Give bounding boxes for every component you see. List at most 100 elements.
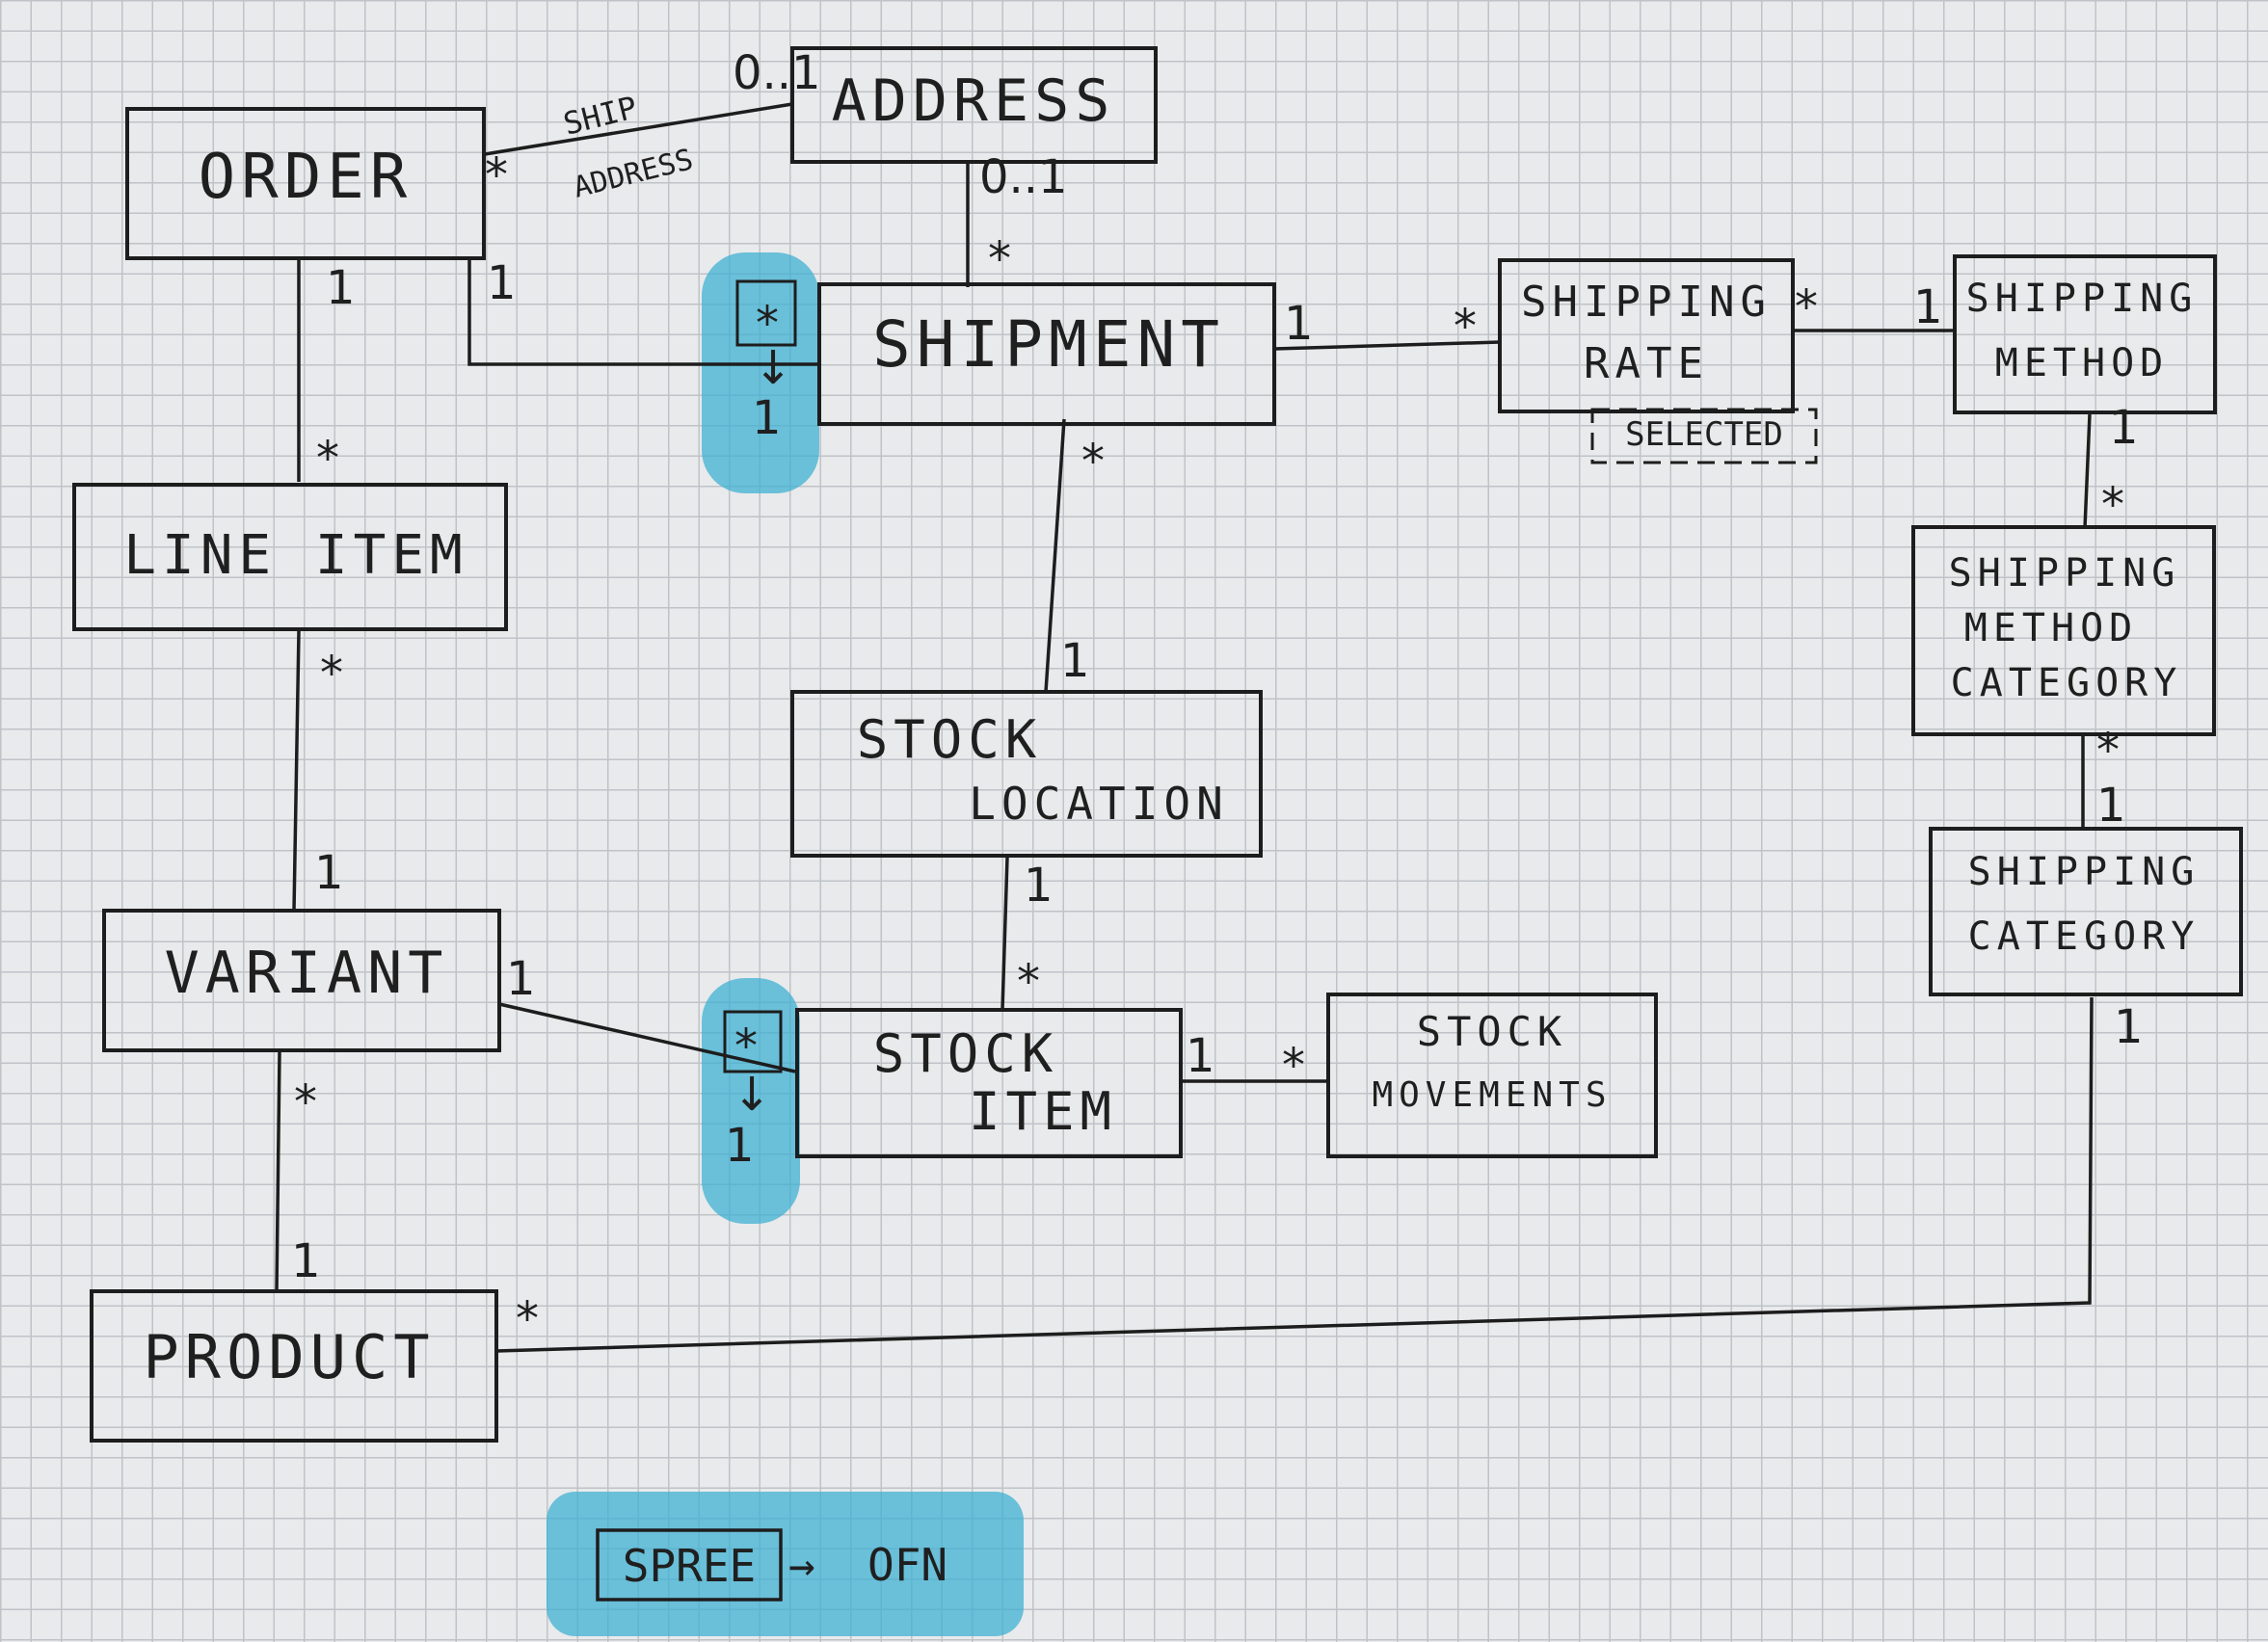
entity-stock-location: STOCK LOCATION — [790, 690, 1263, 858]
entity-stock-movements: STOCK MOVEMENTS — [1326, 993, 1658, 1158]
entity-variant-box — [102, 909, 501, 1052]
entity-stock-movements-box — [1326, 993, 1658, 1158]
entity-stock-movements-label-2: MOVEMENTS — [1372, 1075, 1612, 1115]
mult-address-shipment-address: 0..1 — [979, 150, 1068, 204]
mult-variant-stockitem-new: 1 — [725, 1119, 755, 1173]
entity-address: ADDRESS — [790, 46, 1158, 164]
entity-shipment-box — [817, 282, 1276, 426]
entity-shipping-category: SHIPPING CATEGORY — [1929, 827, 2243, 996]
mult-location-stockitem-location: 1 — [1024, 859, 1054, 913]
mult-shipment-location-shipment: * — [1081, 435, 1105, 489]
mult-order-shipment-strike-box — [735, 279, 797, 347]
legend-from: SPREE — [623, 1540, 756, 1592]
entity-shipping-rate: SHIPPING RATE — [1498, 258, 1795, 413]
entity-stock-location-label-2: LOCATION — [969, 778, 1229, 830]
entity-shipping-rate-label-1: SHIPPING — [1521, 278, 1772, 327]
mult-mcat-scat-mcat: * — [2096, 724, 2120, 778]
entity-shipment: SHIPMENT — [817, 282, 1276, 426]
mult-order-shipment-new: 1 — [752, 391, 782, 445]
mult-scat-product-scat: 1 — [2114, 1000, 2144, 1054]
entity-line-item: LINE ITEM — [72, 483, 508, 631]
legend-to: OFN — [867, 1539, 947, 1591]
line-shipment-stocklocation — [1044, 418, 1066, 693]
mult-shipment-location-location: 1 — [1060, 634, 1090, 688]
entity-line-item-box — [72, 483, 508, 631]
mult-variant-product-product: 1 — [291, 1234, 321, 1288]
mult-variant-stockitem-variant: 1 — [506, 952, 536, 1006]
entity-product-box — [90, 1289, 498, 1443]
entity-product: PRODUCT — [90, 1289, 498, 1443]
change-arrow-shipment: ↓ — [754, 341, 792, 395]
entity-shipping-method-label-2: METHOD — [1995, 341, 2170, 385]
ship-address-label: SHIP ADDRESS — [560, 89, 697, 205]
line-lineitem-variant — [292, 630, 301, 912]
entity-order-box — [125, 107, 486, 260]
mult-method-mcat-mcat: * — [2101, 478, 2124, 532]
mult-order-address-order: * — [485, 148, 508, 202]
mult-order-shipment-shipment: * — [756, 297, 779, 351]
line-shippingcategory-product — [495, 996, 2094, 1353]
multiplicities: * 0..1 0..1 * 1 * ↓ 1 1 * 1 * * 1 * 1 * … — [291, 46, 2144, 1346]
selected-note-label: SELECTED — [1625, 415, 1783, 454]
legend: SPREE → OFN — [596, 1528, 947, 1602]
entity-stock-item-box — [795, 1008, 1183, 1158]
highlight-marks — [547, 252, 1024, 1636]
entity-shipping-category-label-1: SHIPPING — [1968, 850, 2201, 894]
mult-rate-method-rate: * — [1795, 280, 1818, 334]
mult-variant-product-variant: * — [294, 1075, 317, 1129]
mult-scat-product-product: * — [516, 1292, 539, 1346]
entity-stock-location-label-1: STOCK — [857, 709, 1043, 770]
line-method-methodcategory — [2083, 413, 2092, 529]
entity-smc-label-2: METHOD — [1964, 606, 2139, 650]
entity-line-item-label: LINE ITEM — [123, 524, 467, 587]
mult-mcat-scat-scat: 1 — [2096, 779, 2126, 833]
mult-location-stockitem-stockitem: * — [1017, 955, 1040, 1009]
entity-shipping-rate-box — [1498, 258, 1795, 413]
line-order-shipment — [467, 258, 819, 366]
entity-shipping-category-label-2: CATEGORY — [1968, 914, 2201, 959]
entity-stock-item-label-2: ITEM — [969, 1081, 1117, 1142]
entity-smc-label-1: SHIPPING — [1949, 551, 2181, 596]
mult-rate-method-method: 1 — [1913, 280, 1943, 334]
entity-shipping-method-label-1: SHIPPING — [1966, 277, 2199, 321]
entity-shipping-method: SHIPPING METHOD — [1953, 254, 2217, 414]
selected-note-box — [1590, 408, 1818, 464]
entity-smc-label-3: CATEGORY — [1951, 661, 2183, 705]
entity-stock-item: STOCK ITEM — [795, 1008, 1183, 1158]
mult-stockitem-movements-stockitem: 1 — [1186, 1029, 1215, 1083]
entity-stock-item-label-1: STOCK — [873, 1023, 1059, 1084]
mult-shipment-rate-rate: * — [1454, 300, 1477, 354]
entity-shipping-category-box — [1929, 827, 2243, 996]
highlight-legend — [547, 1492, 1024, 1636]
mult-variant-stockitem-strike-box — [723, 1010, 783, 1073]
line-order-address — [484, 102, 793, 156]
entity-order-label: ORDER — [199, 142, 414, 213]
mult-order-lineitem-order: 1 — [326, 261, 356, 315]
connectors — [275, 102, 2094, 1353]
entity-shipping-method-category: SHIPPING METHOD CATEGORY — [1911, 525, 2216, 736]
ship-address-label-2: ADDRESS — [570, 143, 696, 205]
change-arrow-stockitem: ↓ — [733, 1068, 771, 1122]
legend-arrow: → — [788, 1539, 815, 1591]
selected-note: SELECTED — [1590, 408, 1818, 464]
line-variant-product — [275, 1051, 281, 1292]
line-shipment-rate — [1273, 340, 1501, 351]
mult-shipment-rate-shipment: 1 — [1284, 297, 1314, 351]
highlight-order-shipment-change — [702, 252, 819, 493]
mult-lineitem-variant-variant: 1 — [314, 846, 344, 900]
entity-variant-label: VARIANT — [165, 940, 449, 1007]
mult-method-mcat-method: 1 — [2109, 401, 2139, 455]
mult-order-shipment-order: 1 — [487, 256, 517, 310]
entity-order: ORDER — [125, 107, 486, 260]
entity-stock-location-box — [790, 690, 1263, 858]
entity-product-label: PRODUCT — [143, 1322, 435, 1392]
ship-address-label-1: SHIP — [560, 89, 641, 143]
mult-variant-stockitem-stockitem: * — [734, 1020, 758, 1073]
entity-address-label: ADDRESS — [832, 67, 1116, 135]
legend-spree-box — [596, 1528, 783, 1602]
mult-order-lineitem-lineitem: * — [316, 432, 339, 486]
entity-shipping-method-category-box — [1911, 525, 2216, 736]
line-variant-stockitem — [498, 1002, 796, 1073]
entity-variant: VARIANT — [102, 909, 501, 1052]
